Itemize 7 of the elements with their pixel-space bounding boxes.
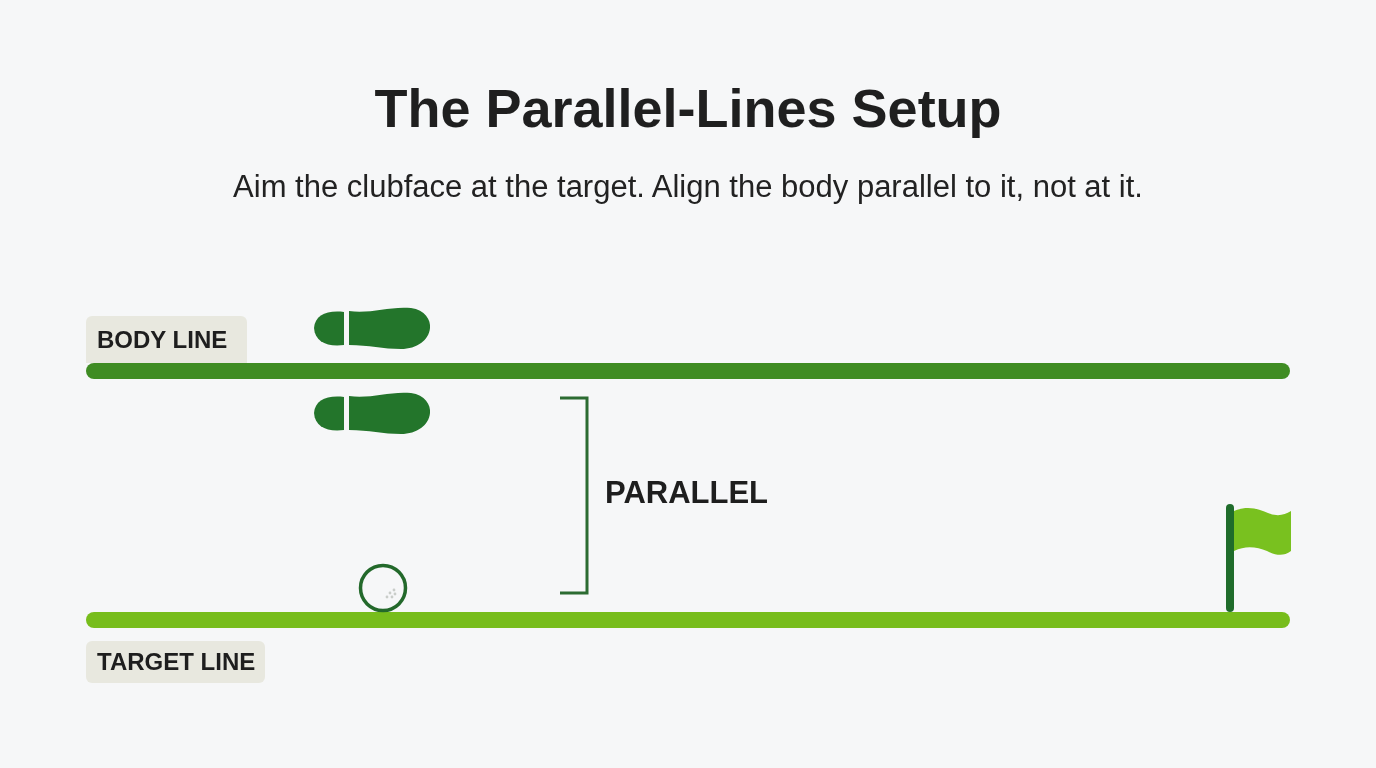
title: The Parallel-Lines Setup <box>374 78 1002 138</box>
body-line-bar <box>86 363 1290 379</box>
line-label-tag: BODY LINE <box>86 316 247 363</box>
dimension-label: PARALLEL <box>605 475 769 511</box>
line-label-tag: TARGET LINE <box>86 641 265 683</box>
subtitle: Aim the clubface at the target. Align the body parallel to it, not at it. <box>233 168 1143 206</box>
target-line-bar <box>86 612 1290 628</box>
